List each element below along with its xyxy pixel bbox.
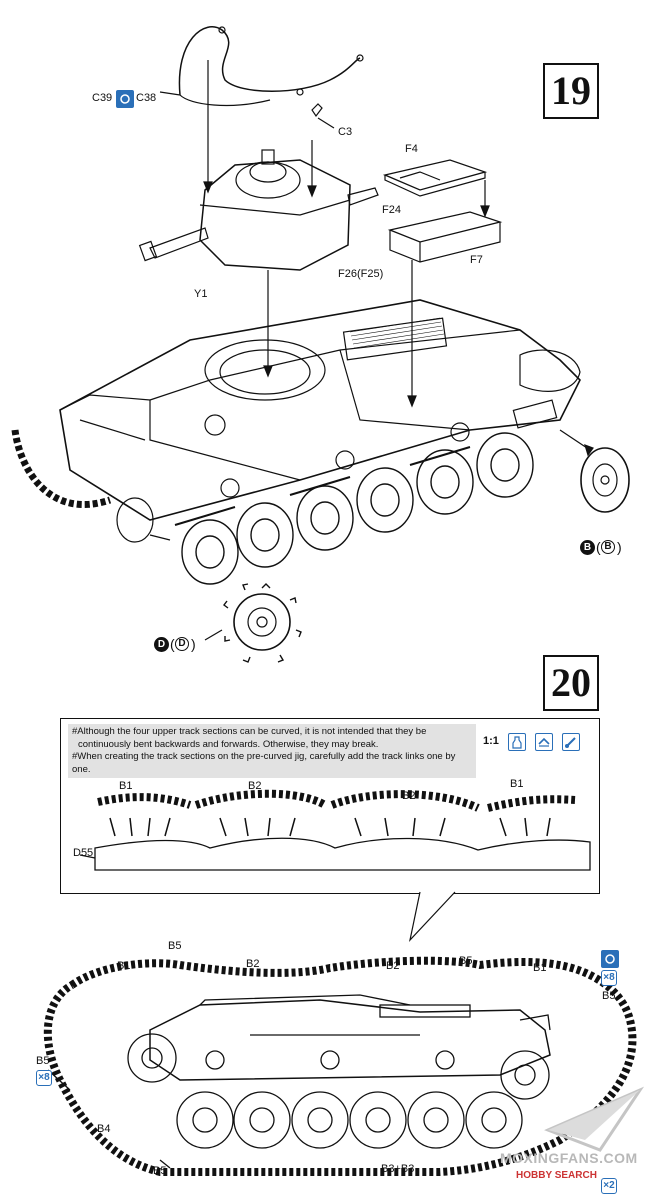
label-f4: F4 — [405, 143, 418, 155]
track-label-b5-left: B5 — [36, 1055, 50, 1067]
track-label-b3b3: B3+B3 — [381, 1163, 415, 1175]
glue-icon — [508, 733, 526, 751]
label-f24: F24 — [382, 204, 401, 216]
watermark-text: MOXINGFANS.COM — [500, 1150, 638, 1166]
jig-label-b1-left: B1 — [119, 780, 133, 792]
jig-label-b2-right: B2 — [402, 790, 416, 802]
badge-d: D — [154, 637, 169, 652]
step-19-number: 19 — [543, 63, 599, 119]
paren-open-icon: ( — [596, 539, 601, 555]
badge-d-outline: D — [175, 637, 189, 651]
badge-b: B — [580, 540, 595, 555]
jig-label-b2-left: B2 — [248, 780, 262, 792]
track-label-b5-top-right: B5 — [459, 955, 473, 967]
label-c3: C3 — [338, 126, 353, 138]
track-label-b5-top-left: B5 — [168, 940, 182, 952]
watermark-subtext: HOBBY SEARCH — [516, 1170, 597, 1181]
swap-icon — [116, 90, 134, 108]
note-line-1: #Although the four upper track sections … — [72, 726, 427, 737]
step-20-number: 20 — [543, 655, 599, 711]
brush-icon — [562, 733, 580, 751]
quantity-x2: ×2 — [601, 1178, 617, 1194]
quantity-x8-right: ×8 — [601, 970, 617, 986]
label-c39: C39 — [92, 92, 113, 104]
paren-open-icon: ( — [170, 636, 175, 652]
scale-label: 1:1 — [483, 735, 499, 747]
step-19-illustration — [11, 26, 630, 663]
track-label-b1-top-right: B1 — [533, 962, 547, 974]
track-label-b2-top-left: B2 — [246, 958, 260, 970]
label-c38: C38 — [136, 92, 157, 104]
label-f7: F7 — [470, 254, 483, 266]
track-label-b5-bottom: B5 — [153, 1165, 167, 1177]
caution-note: #Although the four upper track sections … — [68, 724, 476, 778]
note-line-3: #When creating the track sections on the… — [72, 751, 456, 775]
label-f26-f25: F26(F25) — [338, 268, 384, 280]
label-y1: Y1 — [194, 288, 208, 300]
jig-label-b1-right: B1 — [510, 778, 524, 790]
quantity-x8-left: ×8 — [36, 1070, 52, 1086]
track-label-b2-top-right: B2 — [386, 960, 400, 972]
note-line-2: continuously bent backwards and forwards… — [78, 738, 379, 750]
jig-label-d55: D55 — [73, 847, 94, 859]
paren-close-icon: ) — [617, 539, 622, 555]
track-label-b5-right: B5 — [602, 990, 616, 1002]
flip-icon — [535, 733, 553, 751]
badge-b-outline: B — [601, 540, 615, 554]
track-label-b4: B4 — [97, 1123, 111, 1135]
paren-close-icon: ) — [191, 636, 196, 652]
track-label-b1-top-left: B1 — [117, 960, 131, 972]
swap-icon — [601, 950, 619, 968]
